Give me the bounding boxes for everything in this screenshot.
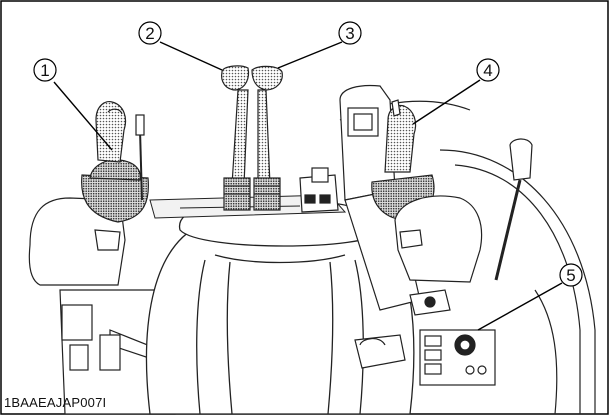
- right-shift-lever: [494, 138, 533, 281]
- figure-code: 1BAAEAJAP007I: [4, 395, 107, 410]
- right-armrest: [394, 195, 483, 283]
- left-joystick: [81, 100, 149, 223]
- callout-5-number: 5: [566, 266, 575, 285]
- callout-1-number: 1: [40, 61, 49, 80]
- callout-2: 2: [138, 21, 162, 45]
- callout-2-number: 2: [145, 24, 154, 43]
- left-armrest: [28, 197, 126, 286]
- lower-switch-panel: [354, 289, 496, 386]
- center-switch-box: [299, 167, 339, 213]
- cabin-frame: [339, 100, 596, 415]
- callout-3-number: 3: [345, 24, 354, 43]
- callout-1: 1: [33, 58, 57, 82]
- callout-3: 3: [338, 21, 362, 45]
- callout-5: 5: [559, 263, 583, 287]
- right-joystick: [371, 99, 435, 221]
- callout-4-number: 4: [483, 61, 492, 80]
- callout-4: 4: [476, 58, 500, 82]
- callout-leaders: [53, 41, 563, 331]
- left-console: [59, 289, 176, 415]
- travel-levers: [221, 65, 283, 211]
